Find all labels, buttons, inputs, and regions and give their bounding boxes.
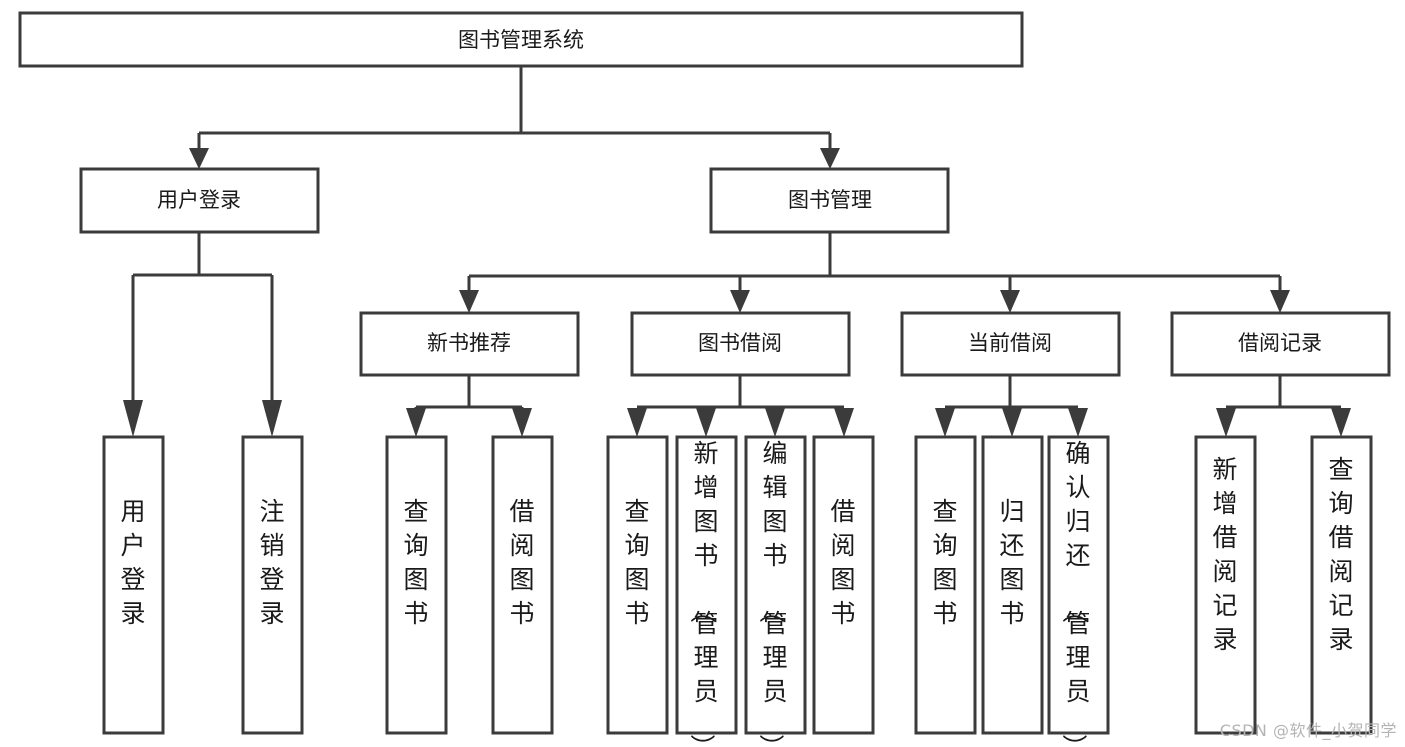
leaf-return-book-label: 归还图书 (999, 497, 1024, 628)
csdn-watermark: CSDN @软件_小贺同学 (1219, 721, 1397, 740)
node-root-system[interactable]: 图书管理系统 (18, 11, 1024, 68)
leaf-edit-book-admin-label: 编辑图书（管理员） (756, 439, 787, 747)
leaf-query-book-current-box[interactable] (914, 435, 977, 735)
connector-group-book-borrow (627, 375, 854, 437)
arrowhead-leaf-edit-book-admin (765, 408, 785, 437)
node-book-borrow-label: 图书借阅 (698, 331, 782, 355)
leaf-query-borrow-record-box[interactable] (1310, 435, 1373, 735)
connector-group-current-borrow (935, 375, 1088, 437)
node-borrow-record-label: 借阅记录 (1238, 331, 1322, 355)
arrowhead-leaf-confirm-return-admin (1068, 408, 1088, 437)
leaf-logout-label: 注销登录 (259, 497, 284, 628)
connector-group-root (189, 66, 840, 169)
arrowhead-leaf-add-book-admin (696, 408, 716, 437)
arrowhead-leaf-return-book (1002, 408, 1022, 437)
node-borrow-record[interactable]: 借阅记录 (1170, 311, 1391, 377)
connector-group-book-management (459, 232, 1290, 313)
node-book-management-label: 图书管理 (788, 188, 872, 212)
arrowhead-current-borrow (1000, 290, 1020, 313)
arrowhead-borrow-record (1270, 290, 1290, 313)
leaf-borrow-book-recommend[interactable]: 借阅图书 (491, 435, 554, 735)
leaf-borrow-book-label: 借阅图书 (830, 497, 855, 628)
leaf-borrow-book-recommend-box[interactable] (491, 435, 554, 735)
leaf-query-book-recommend-box[interactable] (385, 435, 448, 735)
leaf-query-book-borrow-box[interactable] (606, 435, 669, 735)
leaf-add-borrow-record-box[interactable] (1194, 435, 1257, 735)
node-user-login[interactable]: 用户登录 (79, 167, 320, 234)
leaf-query-book-borrow-label: 查询图书 (624, 497, 649, 628)
node-current-borrow-label: 当前借阅 (968, 331, 1052, 355)
arrowhead-leaf-add-borrow-record (1216, 408, 1236, 437)
connector-group-user-login (123, 232, 282, 437)
connector-group-borrow-record (1216, 375, 1351, 437)
leaf-return-book[interactable]: 归还图书 (981, 435, 1044, 735)
leaf-add-book-admin[interactable]: 新增图书（管理员） (675, 435, 738, 747)
leaf-borrow-book-recommend-label: 借阅图书 (509, 497, 534, 628)
arrowhead-leaf-query-book-borrow (627, 408, 647, 437)
leaf-query-borrow-record[interactable]: 查询借阅记录 (1310, 435, 1373, 735)
arrowhead-leaf-borrow-book-recommend (512, 408, 532, 437)
node-root-system-box[interactable] (18, 11, 1024, 68)
node-user-login-box[interactable] (79, 167, 320, 234)
leaf-add-borrow-record[interactable]: 新增借阅记录 (1194, 435, 1257, 735)
leaf-query-book-current-label: 查询图书 (932, 497, 957, 628)
arrowhead-book-borrow (730, 290, 750, 313)
leaf-query-borrow-record-label: 查询借阅记录 (1328, 455, 1353, 654)
leaf-query-book-current[interactable]: 查询图书 (914, 435, 977, 735)
leaf-user-login-box[interactable] (102, 435, 165, 735)
leaf-logout[interactable]: 注销登录 (241, 435, 304, 735)
leaf-query-book-recommend[interactable]: 查询图书 (385, 435, 448, 735)
arrowhead-new-book-recommend (459, 290, 479, 313)
leaf-confirm-return-admin-box[interactable] (1047, 435, 1110, 735)
leaf-confirm-return-admin[interactable]: 确认归还（管理员） (1047, 435, 1110, 747)
node-book-management[interactable]: 图书管理 (709, 167, 950, 234)
leaf-edit-book-admin[interactable]: 编辑图书（管理员） (744, 435, 807, 747)
leaf-user-login-label: 用户登录 (120, 497, 145, 628)
leaf-query-book-borrow[interactable]: 查询图书 (606, 435, 669, 735)
arrowhead-leaf-query-book-recommend (406, 408, 426, 437)
node-book-management-box[interactable] (709, 167, 950, 234)
node-current-borrow[interactable]: 当前借阅 (900, 311, 1121, 377)
leaf-add-borrow-record-label: 新增借阅记录 (1212, 455, 1237, 654)
arrowhead-leaf-query-borrow-record (1331, 408, 1351, 437)
leaf-user-login[interactable]: 用户登录 (102, 435, 165, 735)
arrowhead-leaf-logout (262, 400, 282, 437)
node-new-book-recommend-box[interactable] (359, 311, 580, 377)
node-book-borrow-box[interactable] (630, 311, 851, 377)
node-borrow-record-box[interactable] (1170, 311, 1391, 377)
leaf-edit-book-admin-box[interactable] (744, 435, 807, 735)
node-root-system-label: 图书管理系统 (458, 28, 584, 52)
connector-group-new-book-recommend (406, 375, 532, 437)
leaf-logout-box[interactable] (241, 435, 304, 735)
arrowhead-book-management (820, 148, 840, 169)
node-current-borrow-box[interactable] (900, 311, 1121, 377)
node-user-login-label: 用户登录 (157, 188, 241, 212)
leaf-confirm-return-admin-label: 确认归还（管理员） (1059, 439, 1090, 747)
arrowhead-leaf-query-book-current (935, 408, 955, 437)
arrowhead-leaf-user-login (123, 400, 143, 437)
leaf-return-book-box[interactable] (981, 435, 1044, 735)
node-new-book-recommend-label: 新书推荐 (427, 331, 511, 355)
arrowhead-user-login (189, 148, 209, 169)
leaf-borrow-book-box[interactable] (812, 435, 875, 735)
node-new-book-recommend[interactable]: 新书推荐 (359, 311, 580, 377)
leaf-add-book-admin-box[interactable] (675, 435, 738, 735)
node-book-borrow[interactable]: 图书借阅 (630, 311, 851, 377)
leaf-borrow-book[interactable]: 借阅图书 (812, 435, 875, 735)
leaf-query-book-recommend-label: 查询图书 (403, 497, 428, 628)
leaf-add-book-admin-label: 新增图书（管理员） (687, 439, 718, 747)
arrowhead-leaf-borrow-book (834, 408, 854, 437)
